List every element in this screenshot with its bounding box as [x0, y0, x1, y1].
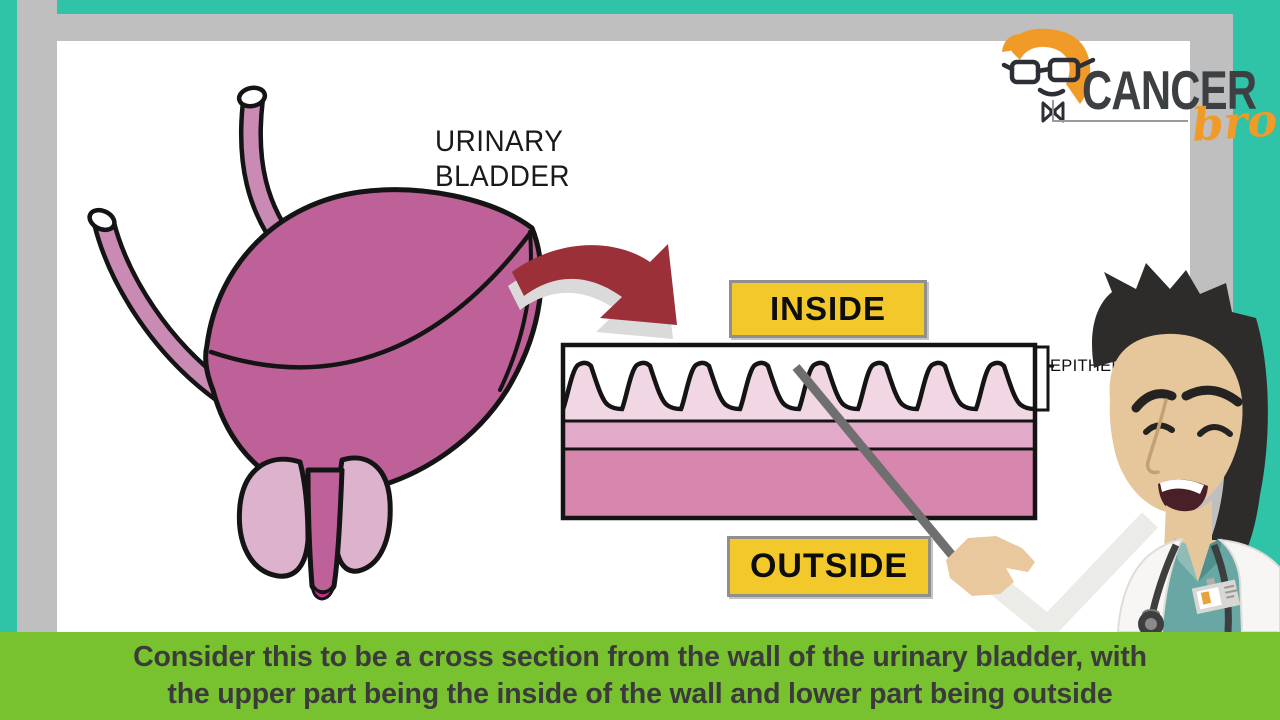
inside-tag-text: INSIDE [769, 290, 887, 327]
slide-canvas [57, 41, 1190, 632]
epithelium-label: EPITHELIUM [1050, 357, 1153, 375]
organ-label-line2: BLADDER [435, 160, 571, 193]
inside-tag: INSIDE [729, 280, 927, 338]
frame-gray-top [57, 14, 1233, 41]
outside-tag-text: OUTSIDE [749, 547, 909, 585]
frame-gray-left [17, 0, 57, 632]
outside-tag: OUTSIDE [727, 536, 931, 597]
logo-wordmark-sub: bro [1190, 93, 1279, 152]
caption-line2: the upper part being the inside of the w… [167, 678, 1113, 710]
organ-label-line1: URINARY [435, 125, 564, 158]
organ-label: URINARY BLADDER [435, 124, 570, 194]
caption-line1: Consider this to be a cross section from… [133, 641, 1147, 673]
caption-bar: Consider this to be a cross section from… [0, 632, 1280, 720]
